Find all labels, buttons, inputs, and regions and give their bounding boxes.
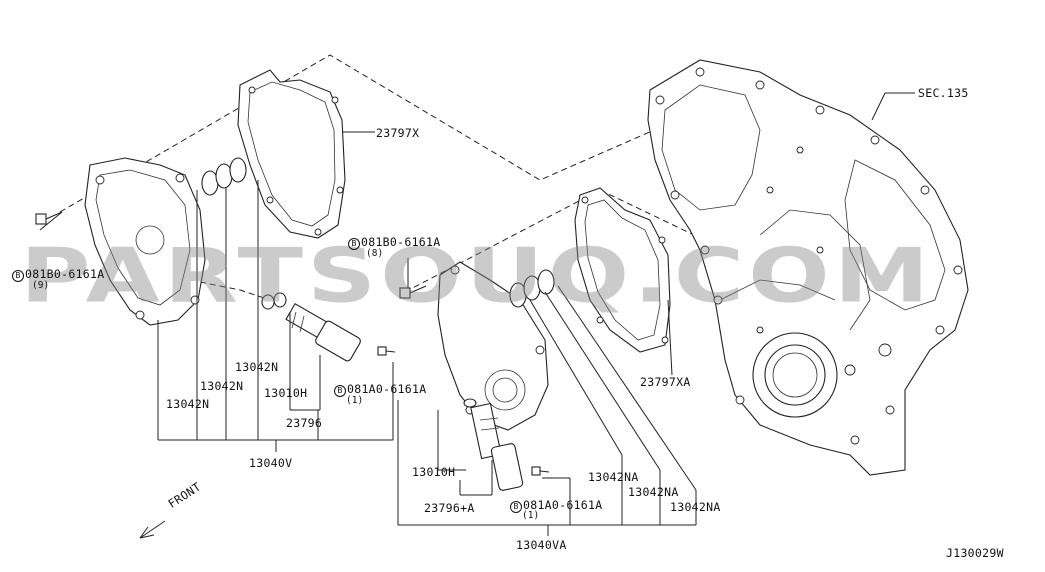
bolt-badge: B — [348, 238, 360, 250]
bolts — [35, 211, 550, 476]
label-valve-upper[interactable]: 23796 — [286, 416, 323, 430]
label-bolt-mid-qty: (8) — [366, 248, 384, 259]
solenoid-valve-upper — [285, 302, 361, 362]
label-assy-lower[interactable]: 13040VA — [516, 538, 567, 552]
label-oring-n-1[interactable]: 13042N — [235, 360, 279, 374]
label-valve-lower[interactable]: 23796+A — [424, 501, 475, 515]
bolt-code: 081B0-6161A — [361, 235, 441, 249]
label-oring-na-2[interactable]: 13042NA — [628, 485, 679, 499]
front-arrow-icon — [139, 520, 166, 539]
label-oring-n-2[interactable]: 13042N — [200, 379, 244, 393]
bolt-code: 081A0-6161A — [347, 382, 427, 396]
label-bolt-left-qty: (9) — [32, 280, 50, 291]
label-seal-lower[interactable]: 13010H — [412, 465, 456, 479]
label-oring-n-3[interactable]: 13042N — [166, 397, 210, 411]
bolt-badge: B — [334, 385, 346, 397]
orings-upper — [201, 157, 287, 310]
gasket-upper — [237, 69, 346, 239]
label-oring-na-1[interactable]: 13042NA — [588, 470, 639, 484]
label-gasket-lower[interactable]: 23797XA — [640, 375, 691, 389]
label-oring-na-3[interactable]: 13042NA — [670, 500, 721, 514]
label-seal-upper[interactable]: 13010H — [264, 386, 308, 400]
solenoid-valve-lower — [470, 402, 524, 491]
timing-chain-case — [647, 59, 969, 476]
label-gasket-upper[interactable]: 23797X — [376, 126, 420, 140]
valve-timing-cover-upper — [84, 157, 206, 326]
gasket-lower — [574, 187, 671, 353]
label-bolt-valve-lower-qty: (1) — [522, 510, 540, 521]
bolt-badge: B — [12, 270, 24, 282]
label-sec-135[interactable]: SEC.135 — [918, 86, 969, 100]
bolt-code: 081A0-6161A — [523, 498, 603, 512]
leader-lines — [39, 92, 915, 536]
label-assy-upper[interactable]: 13040V — [249, 456, 293, 470]
label-bolt-valve-upper-qty: (1) — [346, 395, 364, 406]
drawing-code: J130029W — [946, 546, 1004, 560]
bolt-badge: B — [510, 501, 522, 513]
bolt-code: 081B0-6161A — [25, 267, 105, 281]
orings-lower — [463, 269, 555, 408]
